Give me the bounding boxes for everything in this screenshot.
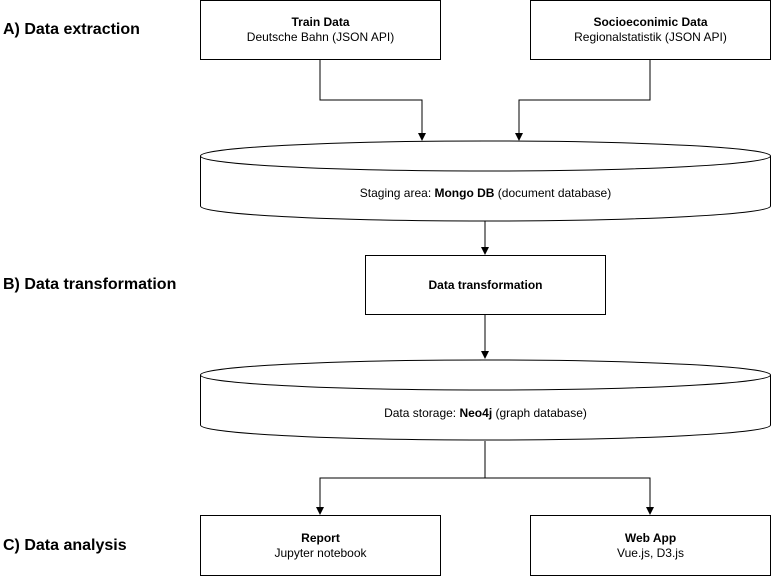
section-label-data-transformation: B) Data transformation [3,276,177,293]
data-transformation-box: Data transformation [365,255,606,315]
socioeconomic-data-title: Socioeconimic Data [593,15,708,29]
staging-db-name: Mongo DB [434,186,495,200]
connector-storage-to-webapp [485,477,654,515]
section-label-data-extraction: A) Data extraction [3,21,140,38]
train-data-box: Train Data Deutsche Bahn (JSON API) [200,0,441,60]
report-title: Report [301,530,340,545]
storage-suffix: (graph database) [492,406,587,420]
staging-suffix: (document database) [494,186,612,200]
connector-storage-to-report [316,441,486,515]
web-app-box: Web App Vue.js, D3.js [530,515,771,576]
staging-prefix: Staging area: [359,186,435,200]
storage-db-name: Neo4j [459,406,493,420]
train-data-subtitle: Deutsche Bahn (JSON API) [246,30,395,44]
report-subtitle: Jupyter notebook [274,545,367,560]
storage-prefix: Data storage: [384,406,460,420]
train-data-title: Train Data [291,15,350,29]
section-label-data-analysis: C) Data analysis [3,537,127,554]
web-app-subtitle: Vue.js, D3.js [617,545,684,560]
web-app-title: Web App [624,530,677,545]
socioeconomic-data-subtitle: Regionalstatistik (JSON API) [574,30,727,44]
connector-train-to-staging [319,60,426,141]
report-box: Report Jupyter notebook [200,515,441,576]
staging-database-cylinder [200,140,771,222]
connector-socio-to-staging [515,60,651,141]
data-transformation-title: Data transformation [428,277,543,292]
socioeconomic-data-box: Socioeconimic Data Regionalstatistik (JS… [530,0,771,60]
storage-label: Data storage: Neo4j (graph database) [200,406,771,421]
staging-label: Staging area: Mongo DB (document databas… [200,186,771,201]
storage-database-cylinder [200,359,771,441]
